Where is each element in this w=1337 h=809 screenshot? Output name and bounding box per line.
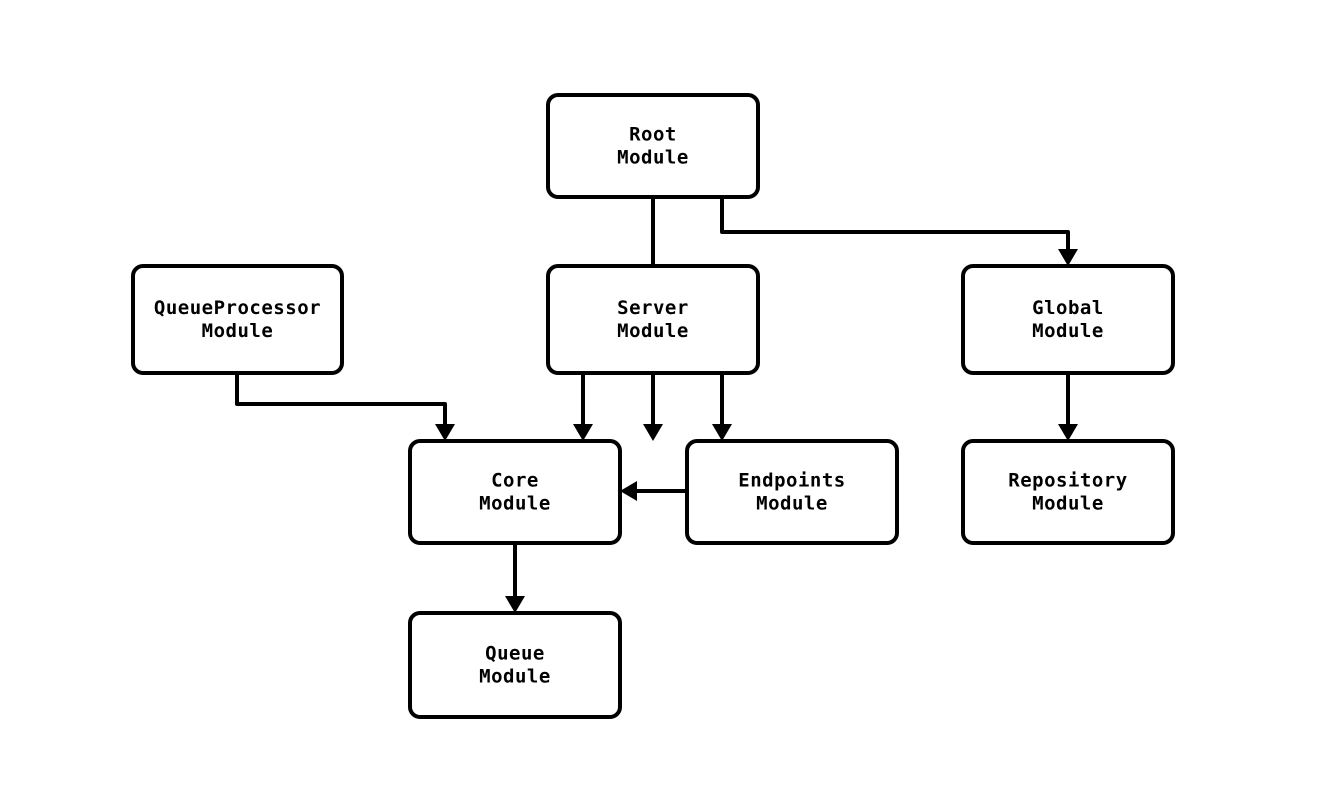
node-label-line2: Module [479, 493, 551, 515]
node-label-line2: Module [617, 320, 689, 342]
node-box[interactable] [961, 439, 1175, 545]
edge-server-to-core [573, 373, 593, 441]
node-label-line2: Module [1032, 493, 1104, 515]
edge-queueprocessor-to-core [235, 373, 455, 441]
node-box[interactable] [131, 264, 344, 375]
node-box[interactable] [408, 439, 622, 545]
node-box[interactable] [546, 264, 760, 375]
node-label-line2: Module [202, 320, 274, 342]
node-label-line2: Module [756, 493, 828, 515]
edge-endpoints-to-core [620, 481, 687, 501]
node-label-line1: Root [629, 124, 677, 146]
arrowhead-icon [1058, 424, 1078, 441]
node-label-line1: Endpoints [738, 470, 845, 492]
edge-core-to-queue [505, 543, 525, 613]
edges-layer [235, 197, 1078, 613]
arrowhead-icon [573, 424, 593, 441]
arrowhead-icon [435, 424, 455, 441]
node-box[interactable] [685, 439, 899, 545]
edge-line [235, 373, 447, 433]
arrowhead-icon [505, 596, 525, 613]
node-label-line2: Module [479, 666, 551, 688]
node-label-line1: Server [617, 297, 689, 319]
arrowhead-icon [620, 481, 637, 501]
arrowhead-icon [712, 424, 732, 441]
edge-line [720, 197, 1070, 258]
arrowhead-icon [643, 424, 663, 441]
arrowhead-icon [1058, 249, 1078, 266]
node-label-line1: Repository [1008, 470, 1127, 492]
edge-root-to-global [720, 197, 1078, 266]
edge-global-to-repository [1058, 373, 1078, 441]
node-box[interactable] [546, 93, 760, 199]
node-box[interactable] [408, 611, 622, 719]
node-label-line1: Core [491, 470, 539, 492]
edge-server-to-endpoints [712, 373, 732, 441]
node-label-line2: Module [617, 147, 689, 169]
node-label-line1: Queue [485, 643, 545, 665]
node-label-line2: Module [1032, 320, 1104, 342]
node-label-line1: QueueProcessor [154, 297, 321, 319]
node-label-line1: Global [1032, 297, 1104, 319]
node-box[interactable] [961, 264, 1175, 375]
nodes-layer: RootModuleQueueProcessorModuleServerModu… [131, 93, 1175, 719]
